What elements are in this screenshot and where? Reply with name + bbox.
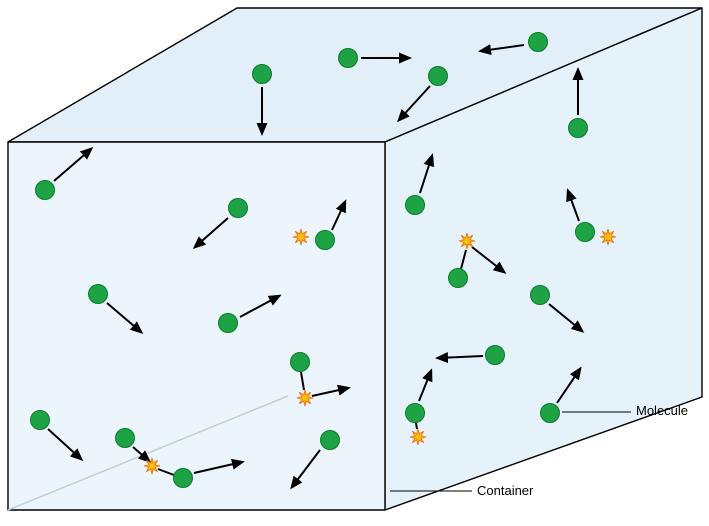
velocity-arrow — [53, 147, 94, 182]
molecule — [35, 180, 55, 200]
trajectory-segment — [415, 422, 418, 430]
collision-spark-icon — [296, 389, 314, 407]
velocity-arrow — [311, 384, 351, 397]
velocity-arrow — [193, 458, 245, 474]
molecule — [530, 285, 550, 305]
molecule — [338, 48, 358, 68]
trajectory-segment — [460, 249, 467, 270]
velocity-arrow — [419, 153, 435, 194]
molecule — [315, 230, 335, 250]
velocity-arrow — [566, 188, 580, 222]
molecule — [405, 403, 425, 423]
container-front-face — [7, 141, 386, 511]
velocity-arrow — [106, 302, 144, 334]
trajectory-segment — [157, 468, 175, 476]
velocity-arrow — [47, 428, 84, 462]
velocity-arrow — [418, 368, 433, 402]
velocity-arrow — [435, 352, 484, 364]
molecule — [173, 468, 193, 488]
collision-spark-icon — [599, 228, 617, 246]
collision-spark-icon — [458, 232, 476, 250]
molecule — [290, 352, 310, 372]
velocity-arrow — [556, 366, 582, 404]
molecule — [448, 268, 468, 288]
molecule — [228, 198, 248, 218]
velocity-arrow — [192, 217, 229, 249]
molecule — [218, 313, 238, 333]
molecule — [252, 64, 272, 84]
molecule — [428, 66, 448, 86]
collision-spark-icon — [292, 228, 310, 246]
velocity-arrow — [239, 294, 282, 318]
collision-spark-icon — [409, 428, 427, 446]
molecule — [30, 410, 50, 430]
molecule — [405, 195, 425, 215]
velocity-arrow — [290, 449, 321, 490]
velocity-arrow — [396, 85, 431, 123]
trajectory-segment — [300, 371, 305, 391]
molecule — [485, 345, 505, 365]
molecule — [88, 284, 108, 304]
molecule — [528, 32, 548, 52]
molecule — [115, 428, 135, 448]
molecule — [320, 430, 340, 450]
velocity-arrow — [478, 44, 525, 56]
velocity-arrow — [471, 246, 507, 274]
molecule — [568, 118, 588, 138]
container-label: Container — [477, 483, 534, 498]
collision-spark-icon — [143, 457, 161, 475]
molecule-label: Molecule — [636, 403, 689, 418]
velocity-arrow — [548, 303, 585, 333]
molecule — [540, 403, 560, 423]
velocity-arrow — [331, 199, 347, 231]
molecule — [575, 222, 595, 242]
velocity-arrow — [132, 446, 152, 463]
